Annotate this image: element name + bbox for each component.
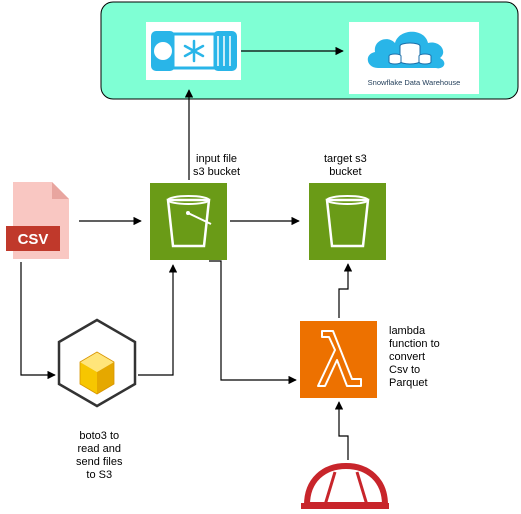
red-hat-icon — [301, 462, 389, 509]
boto3-label: boto3 to read and send files to S3 — [76, 430, 122, 482]
cloud-database-icon: Snowflake Data Warehouse — [349, 22, 479, 94]
boto3-label-line-2: read and — [77, 443, 121, 455]
lambda-label-line-1: lambda — [389, 325, 426, 337]
input-bucket-label-line-2: s3 bucket — [193, 166, 241, 178]
warehouse-caption: Snowflake Data Warehouse — [368, 78, 461, 87]
boto3-label-line-4: to S3 — [86, 469, 113, 481]
lambda-icon — [300, 321, 377, 398]
connectors — [20, 46, 353, 460]
csv-tag-label: CSV — [18, 231, 49, 248]
lambda-label-line-5: Parquet — [389, 377, 428, 389]
lambda-label-line-2: function to — [389, 338, 440, 350]
input-bucket-label-line-1: input file — [196, 153, 238, 165]
input-bucket-label: input file s3 bucket — [193, 153, 240, 179]
target-bucket-label-line-1: target s3 — [324, 153, 367, 165]
lambda-label: lambda function to convert Csv to Parque… — [389, 325, 440, 390]
edge-boto3-to-input — [138, 264, 178, 376]
edge-lambda-to-target — [338, 263, 353, 318]
input-bucket-icon — [150, 183, 227, 260]
target-bucket-label: target s3 bucket — [324, 153, 367, 179]
boto3-label-line-1: boto3 to — [79, 430, 120, 442]
edge-redhat-to-lambda — [334, 401, 349, 460]
csv-file-icon: CSV — [6, 182, 69, 259]
package-cube-icon — [57, 318, 137, 408]
lambda-label-line-4: Csv to — [389, 364, 421, 376]
snowflake-pipe-icon — [146, 22, 241, 80]
edge-input-to-lambda — [209, 260, 297, 385]
boto3-label-line-3: send files — [76, 456, 123, 468]
target-bucket-label-line-2: bucket — [329, 166, 362, 178]
target-bucket-icon — [309, 183, 386, 260]
edge-csv-to-boto3 — [20, 262, 56, 380]
lambda-label-line-3: convert — [389, 351, 426, 363]
